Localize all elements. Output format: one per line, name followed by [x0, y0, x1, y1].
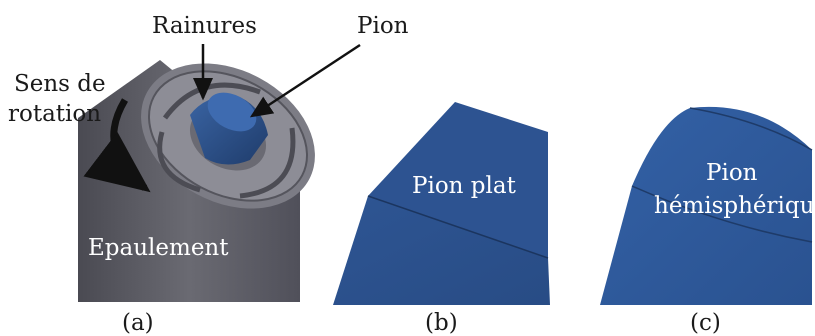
panel-c: Pion hémisphérique (c)	[600, 106, 815, 336]
pin-pointer-arrow	[249, 43, 361, 118]
flat-pin-body	[333, 196, 550, 305]
flat-pin-top-face	[368, 102, 548, 258]
label-rotation-line1: Sens de	[14, 71, 106, 97]
label-shoulder: Epaulement	[88, 235, 229, 261]
label-grooves: Rainures	[152, 13, 257, 39]
pin-tip	[207, 92, 257, 132]
label-pin: Pion	[357, 13, 409, 39]
caption-b: (b)	[425, 310, 458, 336]
hemispherical-pin-body	[600, 106, 812, 306]
hemispherical-pin-dome-edge	[689, 107, 813, 151]
caption-a: (a)	[122, 310, 154, 336]
panel-a: Rainures Pion Sens de rotation Epaulemen…	[8, 13, 409, 336]
panel-b: Pion plat (b)	[333, 102, 550, 336]
hemispherical-pin-base-edge	[631, 185, 813, 243]
label-rotation-line2: rotation	[8, 101, 101, 127]
rotation-arrow	[83, 98, 151, 193]
hemispherical-pin-label-line1: Pion	[706, 160, 758, 186]
caption-c: (c)	[690, 310, 721, 336]
hemispherical-pin-label-line2: hémisphérique	[654, 193, 815, 219]
flat-pin-label: Pion plat	[412, 173, 517, 199]
flat-pin-edge	[367, 195, 549, 259]
